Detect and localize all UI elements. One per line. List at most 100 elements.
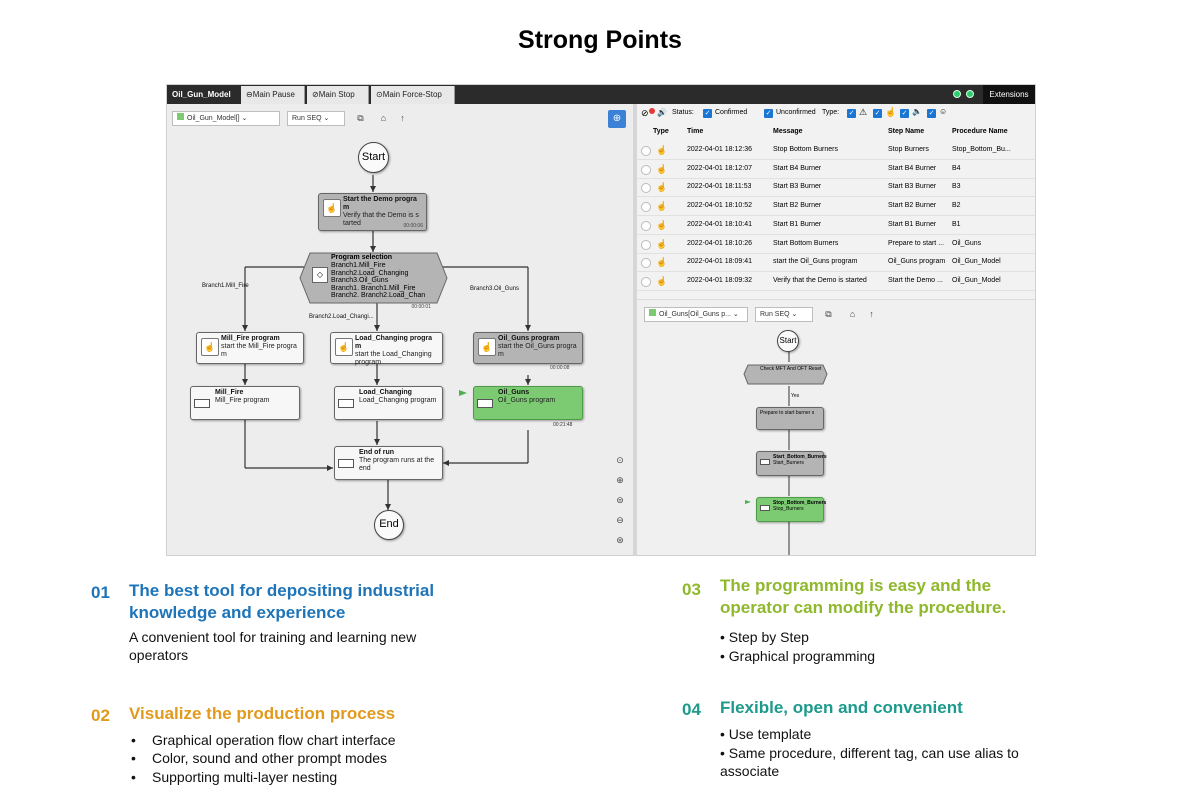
home-icon[interactable]: ⌂	[380, 113, 387, 123]
log-cell-procedure: B4	[952, 164, 961, 172]
home-icon[interactable]: ⌂	[849, 309, 856, 319]
sub-model-select[interactable]: Oil_Guns[Oil_Guns p... ⌄	[644, 307, 748, 322]
subprocess-icon	[760, 459, 770, 465]
user-icon: ☺	[939, 107, 948, 116]
mode-select[interactable]: Run SEQ ⌄	[287, 111, 345, 126]
flow-node-load-changing[interactable]: Load_Changing Load_Changing program	[334, 386, 443, 420]
copy-icon[interactable]: ⧉	[825, 309, 832, 319]
flow-node-mill-fire-program[interactable]: ☝ Mill_Fire program start the Mill_Fire …	[196, 332, 304, 364]
log-cell-procedure: B1	[952, 220, 961, 228]
panel-toggle-icon[interactable]: ⊕	[608, 110, 626, 128]
flow-start-node[interactable]: Start	[358, 142, 389, 173]
tab-model[interactable]: Oil_Gun_Model	[167, 86, 239, 104]
unconfirmed-checkbox[interactable]: ✓	[764, 109, 773, 118]
point-02-number: 02	[91, 706, 110, 725]
type-info-checkbox[interactable]: ✓	[927, 109, 936, 118]
log-cell-procedure: B3	[952, 183, 961, 191]
subprocess-icon	[338, 399, 354, 408]
log-cell-procedure: Oil_Gun_Model	[952, 258, 1001, 266]
panel-splitter[interactable]	[633, 104, 637, 555]
event-log-panel: ⊘ 🔊 Status: ✓ Confirmed ✓ Unconfirmed Ty…	[637, 104, 1035, 299]
point-04-bullet-2: • Same procedure, different tag, can use…	[720, 745, 1019, 779]
zoom-fit-icon[interactable]: ⊛	[616, 535, 624, 545]
confirm-radio[interactable]	[641, 202, 651, 213]
subprocess-icon	[194, 399, 210, 408]
log-cell-step: Prepare to start ...	[888, 239, 945, 247]
confirm-radio[interactable]	[641, 164, 651, 175]
confirm-radio[interactable]	[641, 258, 651, 269]
sub-flow-node-check[interactable]: Check MFT And OFT Reset	[760, 366, 822, 372]
flow-node-start-demo[interactable]: ☝ Start the Demo progra m Verify that th…	[318, 193, 427, 231]
warning-icon: ⚠	[859, 107, 868, 117]
confirm-radio[interactable]	[641, 183, 651, 194]
confirm-radio[interactable]	[641, 146, 651, 156]
log-cell-time: 2022-04-01 18:11:53	[687, 183, 752, 191]
type-manual-checkbox[interactable]: ✓	[873, 109, 882, 118]
force-stop-icon: ⊙	[376, 90, 383, 99]
hand-icon: ☝	[478, 338, 496, 356]
copy-icon[interactable]: ⧉	[357, 113, 364, 123]
log-cell-message: Stop Bottom Burners	[773, 146, 838, 153]
tab-main-pause[interactable]: ⊖Main Pause	[241, 86, 305, 104]
log-cell-step: Stop Burners	[888, 146, 929, 153]
up-arrow-icon[interactable]: ↑	[869, 309, 874, 319]
confirm-radio[interactable]	[641, 276, 651, 287]
confirm-radio[interactable]	[641, 239, 651, 250]
subprocess-icon	[477, 399, 493, 408]
point-04-number: 04	[682, 700, 701, 719]
type-warning-checkbox[interactable]: ✓	[847, 109, 856, 118]
log-cell-procedure: Oil_Gun_Model	[952, 276, 1001, 284]
model-select[interactable]: Oil_Gun_Model[] ⌄	[172, 111, 280, 126]
confirmed-checkbox[interactable]: ✓	[703, 109, 712, 118]
app-screenshot: Oil_Gun_Model ⊖Main Pause ⊘Main Stop ⊙Ma…	[166, 84, 1036, 556]
alarm-icon[interactable]: ⊘	[641, 108, 655, 119]
type-sound-checkbox[interactable]: ✓	[900, 109, 909, 118]
flow-node-oil-guns-program[interactable]: ☝ Oil_Guns program start the Oil_Guns pr…	[473, 332, 583, 364]
log-cell-step: Oil_Guns program	[888, 258, 946, 266]
tab-main-force-stop[interactable]: ⊙Main Force-Stop	[371, 86, 455, 104]
fit-view-icon[interactable]: ⊙	[616, 455, 624, 465]
flow-node-program-selection[interactable]: ◇ Program selection Branch1.Mill_Fire Br…	[309, 253, 437, 310]
subprocess-icon	[338, 459, 354, 468]
up-arrow-icon[interactable]: ↑	[400, 113, 405, 123]
log-cell-step: Start B3 Burner	[888, 183, 937, 191]
sub-flow-node-prepare[interactable]: Prepare to start burner s	[756, 407, 824, 430]
log-cell-message: Start Bottom Burners	[773, 239, 839, 247]
sub-flow-node-start-bottom[interactable]: Start_Bottom_Burners Start_Burners	[756, 451, 827, 476]
log-cell-time: 2022-04-01 18:10:52	[687, 202, 752, 210]
zoom-out-icon[interactable]: ⊖	[616, 515, 624, 525]
flow-node-oil-guns-running[interactable]: Oil_Guns Oil_Guns program	[473, 386, 583, 420]
hand-icon: ☝	[656, 163, 668, 174]
tab-main-stop[interactable]: ⊘Main Stop	[307, 86, 369, 104]
sub-mode-select[interactable]: Run SEQ ⌄	[755, 307, 813, 322]
log-cell-time: 2022-04-01 18:12:07	[687, 164, 752, 172]
log-cell-time: 2022-04-01 18:09:41	[687, 258, 752, 266]
log-cell-message: Start B1 Burner	[773, 220, 822, 228]
zoom-in-icon[interactable]: ⊕	[616, 475, 624, 485]
confirm-radio[interactable]	[641, 220, 651, 231]
hand-icon: ☝	[323, 199, 341, 217]
flow-node-end-of-run[interactable]: End of run The program runs at the end	[334, 446, 443, 480]
flow-node-load-changing-program[interactable]: ☝ Load_Changing progra m start the Load_…	[330, 332, 443, 366]
log-cell-message: start the Oil_Guns program	[773, 258, 858, 266]
extensions-button[interactable]: Extensions	[983, 85, 1035, 104]
log-cell-message: Start B3 Burner	[773, 183, 822, 191]
branch-label: Branch3.Oil_Guns	[470, 286, 520, 292]
flow-node-mill-fire[interactable]: Mill_Fire Mill_Fire program	[190, 386, 300, 420]
zoom-reset-icon[interactable]: ⊜	[616, 495, 624, 505]
log-cell-time: 2022-04-01 18:12:36	[687, 146, 752, 153]
flow-end-node[interactable]: End	[374, 510, 404, 540]
point-03-title: The programming is easy and the operator…	[720, 576, 1007, 617]
log-cell-step: Start B2 Burner	[888, 202, 937, 210]
sub-flow-node-stop-bottom-running[interactable]: Stop_Bottom_Burners Stop_Burners	[756, 497, 826, 522]
sub-flow-start-node[interactable]: Start	[777, 330, 799, 352]
sound-icon[interactable]: 🔊	[657, 108, 667, 117]
